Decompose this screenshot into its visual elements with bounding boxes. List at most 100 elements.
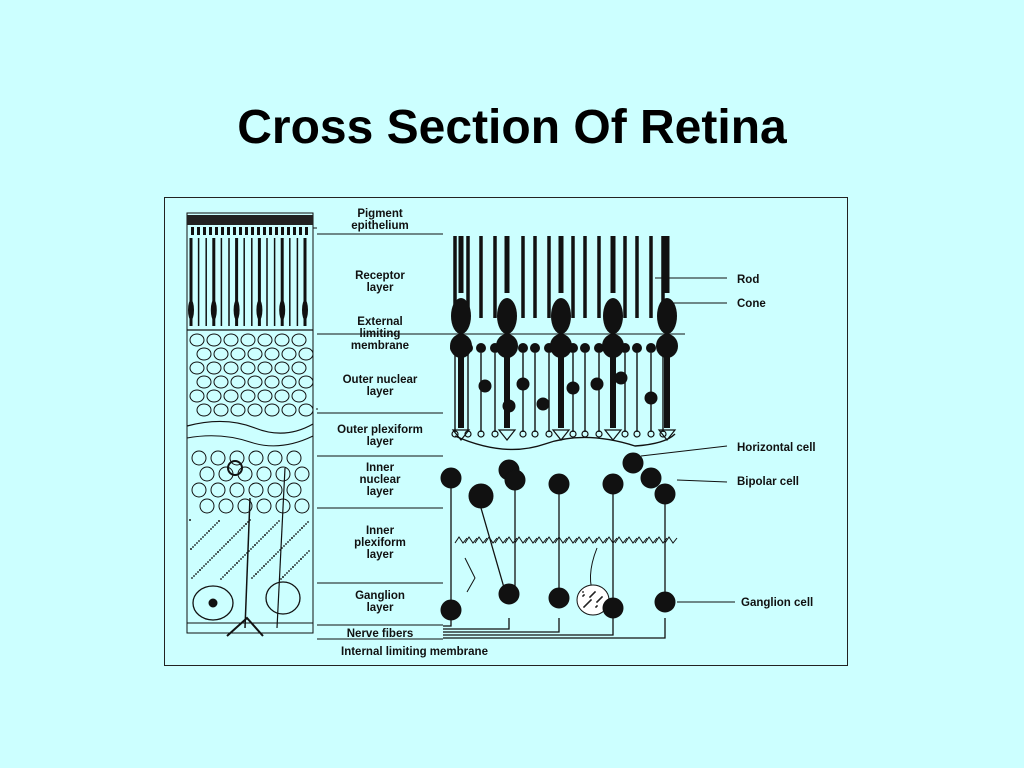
cone-nucleus: [550, 334, 572, 358]
histology-stipple: [264, 534, 266, 536]
label-inner-plexiform-layer: Inner plexiform layer: [354, 525, 406, 561]
histology-stipple: [230, 568, 232, 570]
histology-stipple: [269, 559, 271, 561]
histology-stipple: [209, 559, 211, 561]
slide-title: Cross Section Of Retina: [237, 101, 787, 154]
histology-stipple: [266, 532, 268, 534]
histology-stipple: [301, 527, 303, 529]
amacrine-dendrite: [574, 536, 588, 544]
histology-nucleus: [298, 347, 314, 361]
histology-outer-plexiform: [186, 435, 314, 447]
amacrine-dendrite: [524, 536, 538, 544]
histology-nucleus: [189, 333, 205, 347]
histology-nucleus: [230, 375, 246, 389]
rod-nucleus: [536, 397, 550, 411]
histology-pigment-granule: [245, 227, 248, 235]
rod-spherule: [633, 430, 641, 438]
amacrine-dendrite: [554, 536, 568, 544]
histology-stipple: [197, 571, 199, 573]
histology-stipple: [219, 549, 221, 551]
ganglion-cell: [440, 599, 462, 621]
nerve-fiber-axon: [443, 618, 452, 627]
amacrine-dendrite: [514, 536, 528, 544]
histology-pigment-granule: [287, 227, 290, 235]
histology-nerve-fiber: [226, 616, 264, 637]
amacrine-dendrite: [494, 536, 508, 544]
histology-inner-nucleus: [286, 482, 302, 498]
horizontal-cell-process: [454, 433, 676, 451]
histology-stipple: [198, 540, 200, 542]
bipolar-cell: [548, 473, 570, 495]
label-bipolar-cell: Bipolar cell: [737, 476, 799, 488]
histology-stipple: [250, 548, 252, 550]
histology-nucleus: [257, 361, 273, 375]
histology-inner-nucleus: [248, 450, 264, 466]
histology-pigment-granule: [233, 227, 236, 235]
histology-inner-nucleus: [191, 450, 207, 466]
bipolar-cell: [440, 467, 462, 489]
rod-spherule: [491, 430, 499, 438]
histology-stipple: [297, 531, 299, 533]
histology-stipple: [229, 539, 231, 541]
amacrine-stipple: [590, 599, 592, 601]
histology-pigment-granule: [221, 227, 224, 235]
histology-stipple: [210, 528, 212, 530]
histology-inner-nucleus: [294, 498, 310, 514]
histology-inner-nucleus: [210, 450, 226, 466]
histology-stipple: [204, 534, 206, 536]
histology-nucleus: [213, 375, 229, 389]
histology-stipple: [307, 521, 309, 523]
histology-stipple: [306, 552, 308, 554]
bipolar-process: [480, 507, 508, 599]
histology-stipple: [224, 574, 226, 576]
label-receptor-layer: Receptor layer: [355, 270, 405, 294]
histology-nucleus: [264, 403, 280, 417]
histology-stipple: [258, 540, 260, 542]
histology-nucleus: [230, 347, 246, 361]
amacrine-dendrite: [624, 536, 638, 544]
cone-inner-segment: [497, 298, 517, 334]
histology-stipple: [225, 543, 227, 545]
histology-cone-body: [302, 300, 308, 320]
histology-pigment-granule: [251, 227, 254, 235]
histology-stipple: [296, 562, 298, 564]
amacrine-dendrite: [594, 536, 608, 544]
bipolar-cell: [640, 467, 662, 489]
histology-nucleus: [298, 375, 314, 389]
histology-inner-nucleus: [294, 466, 310, 482]
histology-nucleus: [264, 347, 280, 361]
histology-pigment-granule: [299, 227, 302, 235]
histology-ganglion-nucleus: [208, 598, 218, 608]
histology-stipple: [252, 546, 254, 548]
amacrine-dendrite: [484, 536, 498, 544]
amacrine-dendrite: [544, 536, 558, 544]
histology-stipple: [208, 530, 210, 532]
cone-pedicle: [603, 429, 623, 441]
histology-nucleus: [196, 375, 212, 389]
histology-nucleus: [281, 347, 297, 361]
histology-stipple: [272, 526, 274, 528]
histology-nucleus: [223, 389, 239, 403]
histology-stipple: [235, 533, 237, 535]
amacrine-stipple: [582, 591, 584, 593]
histology-stipple: [261, 567, 263, 569]
histology-stipple: [232, 566, 234, 568]
horizontal-cell: [622, 452, 644, 474]
histology-stipple: [263, 565, 265, 567]
histology-stipple: [236, 562, 238, 564]
cone-inner-segment: [603, 298, 623, 334]
histology-stipple: [271, 557, 273, 559]
histology-stipple: [302, 556, 304, 558]
ganglion-cell: [548, 587, 570, 609]
rod-spherule: [595, 430, 603, 438]
amacrine-dendrite: [534, 536, 548, 544]
cone-nucleus: [602, 334, 624, 358]
histology-stipple: [274, 524, 276, 526]
histology-nucleus: [247, 403, 263, 417]
histology-muller-fiber: [276, 467, 286, 629]
histology-stipple: [295, 533, 297, 535]
histology-inner-nucleus: [199, 498, 215, 514]
histology-cone-body: [210, 300, 217, 320]
rod-spherule: [569, 430, 577, 438]
histology-stipple: [199, 569, 201, 571]
